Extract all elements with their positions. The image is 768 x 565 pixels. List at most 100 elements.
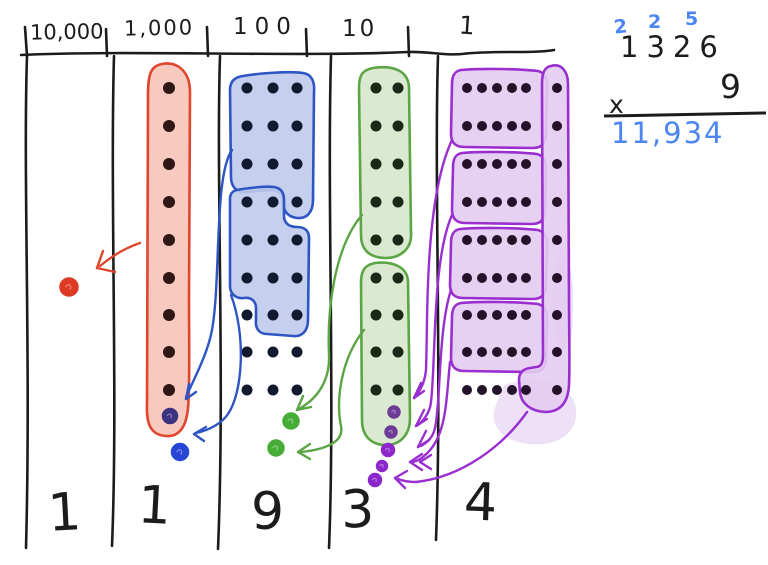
- carried-thousand-blue-dot: [170, 442, 190, 462]
- dot-10: [370, 196, 382, 208]
- dot-10: [370, 384, 382, 396]
- scribble-highlight: [371, 477, 377, 483]
- dot-1: [477, 235, 487, 245]
- dot-1: [492, 197, 502, 207]
- dot-1: [552, 385, 562, 395]
- dot-1: [462, 310, 472, 320]
- arrowhead: [95, 266, 117, 274]
- dot-100: [291, 120, 303, 132]
- result-digit-ten-thousands: 1: [46, 482, 83, 544]
- dot-10: [392, 272, 404, 284]
- dot-1: [477, 310, 487, 320]
- dot-1: [521, 235, 531, 245]
- column-header-thousands: 1,000: [123, 15, 195, 41]
- scribble-highlight: [272, 445, 279, 451]
- arrowhead: [412, 381, 423, 400]
- dot-100: [267, 384, 279, 396]
- arrowhead: [414, 408, 426, 428]
- dot-10: [392, 196, 404, 208]
- dot-1: [492, 121, 502, 131]
- dot-100: [291, 234, 303, 246]
- dot-100: [241, 234, 253, 246]
- carried-ten-purple-dot: [380, 442, 396, 458]
- place-value-dots: [163, 82, 562, 396]
- dot-100: [241, 120, 253, 132]
- dot-1: [492, 347, 502, 357]
- arrowhead: [296, 450, 312, 461]
- dot-100: [267, 272, 279, 284]
- dot-1: [462, 121, 472, 131]
- dot-1: [552, 121, 562, 131]
- arrowhead: [295, 394, 305, 412]
- arrowhead: [184, 382, 191, 401]
- dot-10: [370, 309, 382, 321]
- dot-100: [291, 309, 303, 321]
- dot-100: [241, 346, 253, 358]
- dot-1: [552, 347, 562, 357]
- dot-1: [507, 235, 517, 245]
- dot-1: [462, 197, 472, 207]
- carried-ten-purple-dot: [375, 459, 389, 473]
- dot-100: [267, 196, 279, 208]
- dot-1000: [163, 158, 175, 170]
- arrowhead: [408, 452, 424, 464]
- column-header-hundreds: 100: [233, 14, 298, 40]
- dot-1000: [163, 82, 175, 94]
- group-outline-purple: [517, 64, 571, 414]
- column-header-ten-thousands: 10,000: [29, 19, 104, 45]
- dot-100: [267, 346, 279, 358]
- arrowhead: [418, 460, 433, 471]
- arrowhead: [192, 432, 206, 443]
- dot-1: [521, 273, 531, 283]
- dot-1000: [163, 309, 175, 321]
- dot-1: [521, 197, 531, 207]
- dot-1: [492, 310, 502, 320]
- arrowhead: [296, 442, 312, 454]
- dot-1000: [163, 384, 175, 396]
- dot-100: [291, 158, 303, 170]
- dot-1: [552, 235, 562, 245]
- dot-1: [507, 159, 517, 169]
- dot-10: [392, 234, 404, 246]
- carry-arrow-purple: [396, 410, 529, 484]
- group-outline-blue: [228, 185, 311, 338]
- dot-100: [241, 82, 253, 94]
- dot-1: [521, 83, 531, 93]
- scribble-highlight: [166, 413, 173, 419]
- multiplicand: 1326: [620, 30, 726, 64]
- scribble-highlight: [379, 463, 384, 468]
- scribble-highlight: [287, 418, 294, 424]
- multiplication-problem: 2 2 5 1326 x 9 11,934: [598, 4, 768, 164]
- arrowhead: [295, 405, 313, 412]
- dot-10: [370, 272, 382, 284]
- dot-1: [552, 310, 562, 320]
- dot-100: [267, 82, 279, 94]
- dot-10: [370, 158, 382, 170]
- carry-arrow-red: [98, 241, 142, 268]
- dot-1000: [163, 234, 175, 246]
- dot-1: [507, 310, 517, 320]
- group-outline-red: [145, 62, 192, 438]
- dot-100: [241, 309, 253, 321]
- carry-digit-hundreds: 2: [648, 11, 662, 33]
- dot-1: [521, 121, 531, 131]
- dot-10: [392, 346, 404, 358]
- result-digit-tens: 3: [339, 479, 376, 541]
- dot-100: [267, 309, 279, 321]
- arrowhead: [408, 460, 424, 472]
- scribble-highlight: [388, 429, 393, 435]
- dot-10: [392, 82, 404, 94]
- dot-1000: [163, 272, 175, 284]
- dot-10: [392, 309, 404, 321]
- dot-10: [370, 346, 382, 358]
- dot-1: [507, 273, 517, 283]
- scribble-highlight: [391, 409, 396, 415]
- dot-1: [462, 273, 472, 283]
- arrowhead: [184, 390, 198, 401]
- dot-1: [477, 273, 487, 283]
- multiply-sign: x: [609, 90, 632, 119]
- dot-1: [477, 197, 487, 207]
- carry-arrows: [95, 138, 529, 490]
